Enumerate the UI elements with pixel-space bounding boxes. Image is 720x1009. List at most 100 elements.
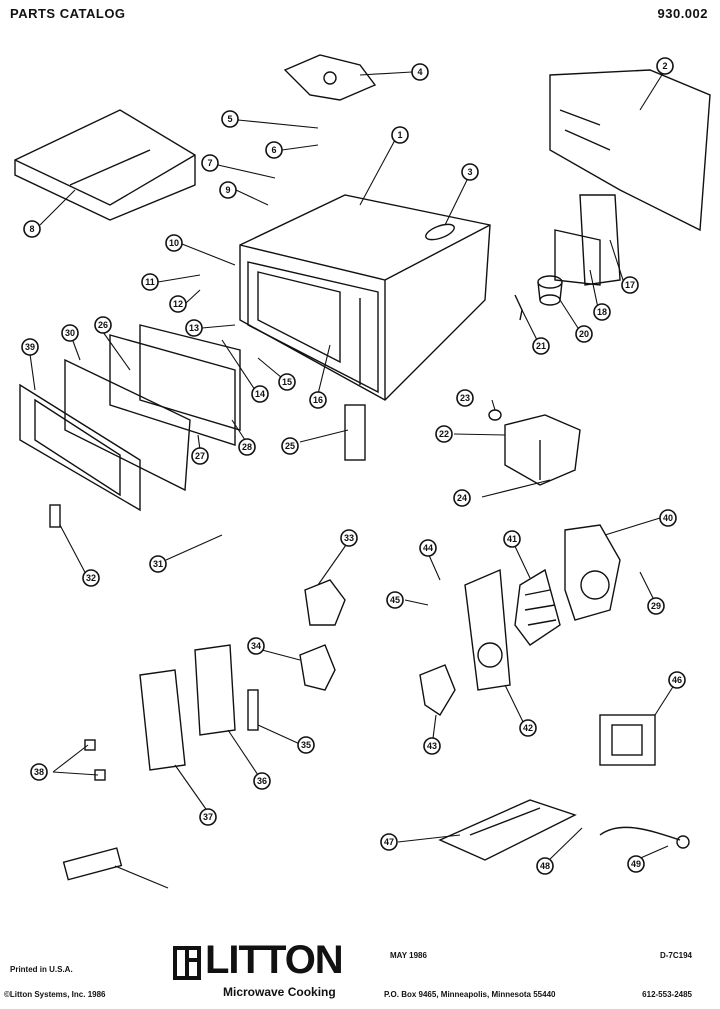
catalog-date: MAY 1986: [390, 951, 427, 960]
svg-text:12: 12: [173, 299, 183, 309]
svg-text:28: 28: [242, 442, 252, 452]
callout-9: 9: [219, 181, 237, 199]
callout-10: 10: [165, 234, 183, 252]
svg-text:9: 9: [225, 185, 230, 195]
svg-text:3: 3: [467, 167, 472, 177]
svg-text:1: 1: [397, 130, 402, 140]
svg-text:33: 33: [344, 533, 354, 543]
svg-text:48: 48: [540, 861, 550, 871]
svg-text:5: 5: [227, 114, 232, 124]
exploded-parts-diagram: 1 2 3 4 5 6 7 8 9 10 11 12 13 14 15 16 1…: [14, 54, 711, 889]
svg-text:21: 21: [536, 341, 546, 351]
svg-text:39: 39: [25, 342, 35, 352]
svg-text:13: 13: [189, 323, 199, 333]
part-base-plate: [438, 799, 577, 861]
part-top-tray: [14, 109, 196, 221]
svg-text:32: 32: [86, 573, 96, 583]
svg-text:37: 37: [203, 812, 213, 822]
part-control-panel: [139, 644, 259, 771]
svg-text:16: 16: [313, 395, 323, 405]
callout-18: 18: [593, 303, 611, 321]
part-fan-blade: [514, 568, 561, 646]
svg-text:2: 2: [662, 61, 667, 71]
document-number: D-7C194: [659, 951, 692, 960]
svg-text:35: 35: [301, 740, 311, 750]
svg-text:27: 27: [195, 451, 205, 461]
callout-45: 45: [386, 591, 404, 609]
part-magnetron: [504, 414, 581, 486]
callout-12: 12: [169, 295, 187, 313]
svg-text:17: 17: [625, 280, 635, 290]
svg-text:40: 40: [663, 513, 673, 523]
printed-note: Printed in U.S.A.: [10, 965, 73, 974]
callout-32: 32: [82, 569, 100, 587]
svg-text:20: 20: [579, 329, 589, 339]
svg-text:22: 22: [439, 429, 449, 439]
svg-text:43: 43: [427, 741, 437, 751]
part-blower-housing: [564, 524, 621, 621]
svg-text:24: 24: [457, 493, 467, 503]
callout-15: 15: [278, 373, 296, 391]
callout-7: 7: [201, 154, 219, 172]
part-timer: [299, 579, 456, 716]
svg-text:42: 42: [523, 723, 533, 733]
callout-4: 4: [411, 63, 429, 81]
catalog-number: 930.002: [657, 6, 708, 21]
svg-text:7: 7: [207, 158, 212, 168]
svg-text:31: 31: [153, 559, 163, 569]
leader-lines: [29, 69, 677, 889]
callout-17: 17: [621, 276, 639, 294]
part-cabinet: [239, 194, 491, 401]
svg-text:14: 14: [255, 389, 265, 399]
callout-3: 3: [461, 163, 479, 181]
callout-31: 31: [149, 555, 167, 573]
svg-text:26: 26: [98, 320, 108, 330]
callout-47: 47: [380, 833, 398, 851]
company-address: P.O. Box 9465, Minneapolis, Minnesota 55…: [384, 990, 556, 999]
svg-text:45: 45: [390, 595, 400, 605]
svg-text:10: 10: [169, 238, 179, 248]
callout-27: 27: [191, 447, 209, 465]
svg-text:47: 47: [384, 837, 394, 847]
callout-44: 44: [419, 539, 437, 557]
svg-text:15: 15: [282, 377, 292, 387]
copyright-note: ©Litton Systems, Inc. 1986: [4, 990, 106, 999]
callout-38: 38: [30, 763, 48, 781]
svg-text:38: 38: [34, 767, 44, 777]
litton-logo-icon: [173, 946, 201, 980]
callout-11: 11: [141, 273, 159, 291]
callout-28: 28: [238, 438, 256, 456]
callout-23: 23: [456, 389, 474, 407]
callout-14: 14: [251, 385, 269, 403]
callout-39: 39: [21, 338, 39, 356]
callout-24: 24: [453, 489, 471, 507]
svg-text:34: 34: [251, 641, 261, 651]
callout-30: 30: [61, 324, 79, 342]
callout-37: 37: [199, 808, 217, 826]
callout-34: 34: [247, 637, 265, 655]
part-power-cord: [599, 826, 690, 849]
callout-36: 36: [253, 772, 271, 790]
svg-text:4: 4: [417, 67, 422, 77]
callout-22: 22: [435, 425, 453, 443]
callout-1: 1: [391, 126, 409, 144]
part-door-frame: [19, 324, 241, 512]
callout-40: 40: [659, 509, 677, 527]
svg-text:11: 11: [145, 277, 155, 287]
callout-42: 42: [519, 719, 537, 737]
svg-text:49: 49: [631, 859, 641, 869]
callout-2: 2: [656, 57, 674, 75]
part-outer-wrapper: [549, 69, 711, 232]
part-transformer: [599, 714, 656, 766]
svg-text:44: 44: [423, 543, 433, 553]
brand-subtitle: Microwave Cooking: [223, 985, 336, 999]
page-title: PARTS CATALOG: [10, 6, 126, 21]
callout-16: 16: [309, 391, 327, 409]
callout-48: 48: [536, 857, 554, 875]
part-stirrer: [283, 54, 377, 101]
callout-25: 25: [281, 437, 299, 455]
callout-6: 6: [265, 141, 283, 159]
svg-text:18: 18: [597, 307, 607, 317]
callout-33: 33: [340, 529, 358, 547]
svg-text:25: 25: [285, 441, 295, 451]
